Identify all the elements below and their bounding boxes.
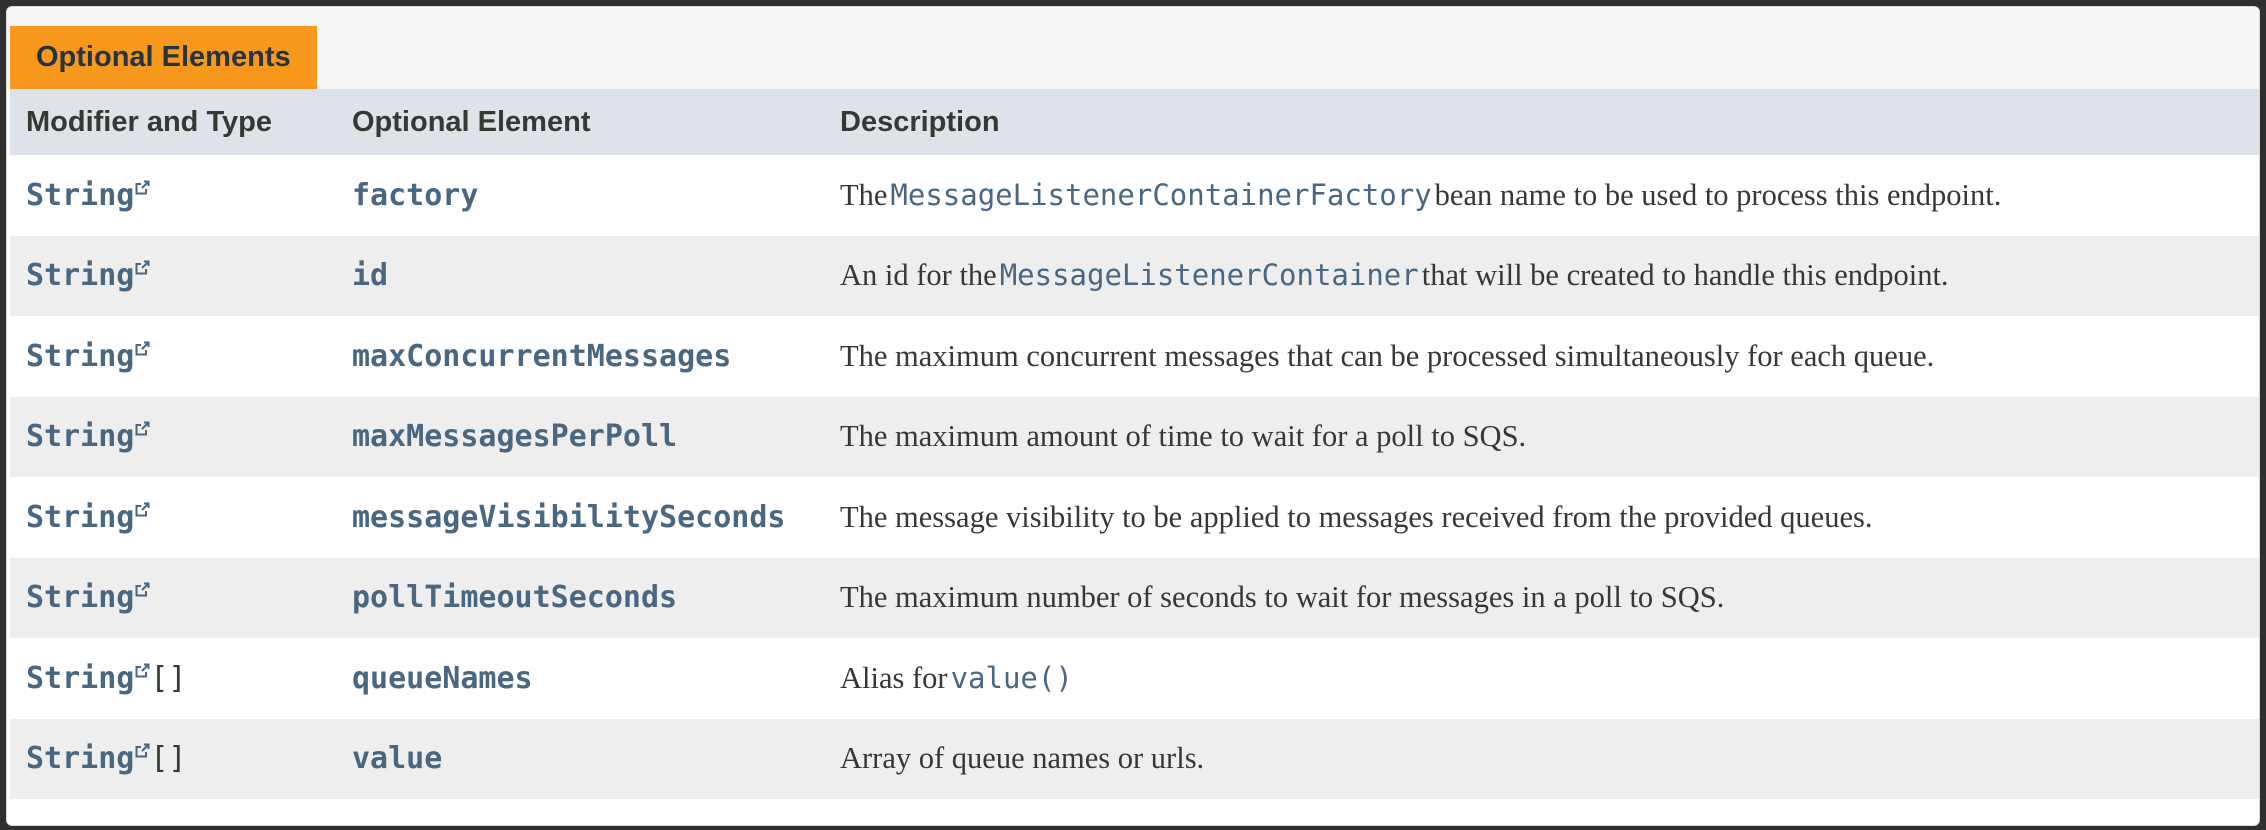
table-row: String messageVisibilitySeconds The mess… [10, 477, 2259, 558]
description-text: Alias for [840, 660, 948, 695]
table-row: String pollTimeoutSeconds The maximum nu… [10, 557, 2259, 638]
description-text: The message visibility to be applied to … [840, 499, 1873, 534]
element-link[interactable]: pollTimeoutSeconds [352, 580, 678, 616]
col-header-optional-element: Optional Element [352, 105, 591, 138]
table-row: String maxMessagesPerPoll The maximum am… [10, 396, 2259, 477]
type-link[interactable]: String [26, 258, 150, 293]
optional-element-cell: messageVisibilitySeconds [336, 500, 824, 535]
modifier-type-cell: String [10, 580, 336, 615]
col-header-description: Description [840, 105, 1000, 138]
description-code-link[interactable]: value() [950, 660, 1073, 695]
element-link[interactable]: queueNames [352, 660, 533, 696]
element-link[interactable]: maxConcurrentMessages [352, 338, 732, 374]
type-link[interactable]: String [26, 661, 150, 696]
modifier-type-cell: String [10, 258, 336, 293]
description-text-post: bean name to be used to process this end… [1434, 177, 2002, 212]
external-link-icon [135, 421, 150, 436]
optional-element-cell: maxConcurrentMessages [336, 339, 824, 374]
element-link[interactable]: maxMessagesPerPoll [352, 419, 678, 455]
type-name: String [26, 741, 135, 777]
element-link[interactable]: value [352, 741, 443, 777]
type-name: String [26, 338, 135, 374]
external-link-icon [135, 260, 150, 275]
type-name: String [26, 660, 135, 696]
caption-bar: Optional Elements [7, 7, 2259, 89]
summary-panel: Optional Elements Modifier and Type Opti… [6, 6, 2260, 826]
section-caption: Optional Elements [10, 26, 317, 89]
type-link[interactable]: String [26, 339, 150, 374]
description-text: The maximum number of seconds to wait fo… [840, 580, 1725, 615]
external-link-icon [135, 743, 150, 758]
element-link[interactable]: messageVisibilitySeconds [352, 499, 786, 535]
description-code-link[interactable]: MessageListenerContainerFactory [890, 177, 1432, 212]
external-link-icon [135, 180, 150, 195]
description-text: An id for the [840, 258, 997, 293]
description-text-post: that will be created to handle this endp… [1421, 258, 1949, 293]
description-cell: The message visibility to be applied to … [824, 500, 2259, 535]
description-cell: The maximum amount of time to wait for a… [824, 419, 2259, 454]
description-cell: The maximum concurrent messages that can… [824, 339, 2259, 374]
external-link-icon [135, 582, 150, 597]
modifier-type-cell: String [] [10, 661, 336, 696]
array-suffix: [] [150, 741, 187, 777]
table-row: String [] value Array of queue names or u… [10, 718, 2259, 799]
optional-element-cell: pollTimeoutSeconds [336, 580, 824, 615]
type-name: String [26, 177, 135, 213]
optional-element-cell: factory [336, 178, 824, 213]
table-header: Modifier and Type Optional Element Descr… [10, 89, 2259, 155]
element-link[interactable]: factory [352, 177, 479, 213]
description-cell: Array of queue names or urls. [824, 741, 2259, 776]
modifier-type-cell: String [10, 500, 336, 535]
type-name: String [26, 499, 135, 535]
type-link[interactable]: String [26, 741, 150, 776]
external-link-icon [135, 502, 150, 517]
description-text: The [840, 177, 888, 212]
external-link-icon [135, 663, 150, 678]
type-name: String [26, 419, 135, 455]
type-name: String [26, 258, 135, 294]
array-suffix: [] [150, 660, 187, 696]
description-text: Array of queue names or urls. [840, 741, 1205, 776]
optional-elements-table: Modifier and Type Optional Element Descr… [10, 89, 2259, 799]
external-link-icon [135, 341, 150, 356]
table-row: String maxConcurrentMessages The maximum… [10, 316, 2259, 397]
description-cell: The maximum number of seconds to wait fo… [824, 580, 2259, 615]
type-link[interactable]: String [26, 419, 150, 454]
modifier-type-cell: String [] [10, 741, 336, 776]
optional-element-cell: value [336, 741, 824, 776]
modifier-type-cell: String [10, 178, 336, 213]
element-link[interactable]: id [352, 258, 389, 294]
description-text: The maximum concurrent messages that can… [840, 338, 1935, 373]
type-name: String [26, 580, 135, 616]
optional-element-cell: queueNames [336, 661, 824, 696]
type-link[interactable]: String [26, 178, 150, 213]
optional-element-cell: maxMessagesPerPoll [336, 419, 824, 454]
modifier-type-cell: String [10, 339, 336, 374]
type-link[interactable]: String [26, 580, 150, 615]
description-text: The maximum amount of time to wait for a… [840, 419, 1527, 454]
description-code-link[interactable]: MessageListenerContainer [999, 258, 1419, 293]
type-link[interactable]: String [26, 500, 150, 535]
modifier-type-cell: String [10, 419, 336, 454]
col-header-modifier-type: Modifier and Type [26, 105, 272, 138]
optional-element-cell: id [336, 258, 824, 293]
